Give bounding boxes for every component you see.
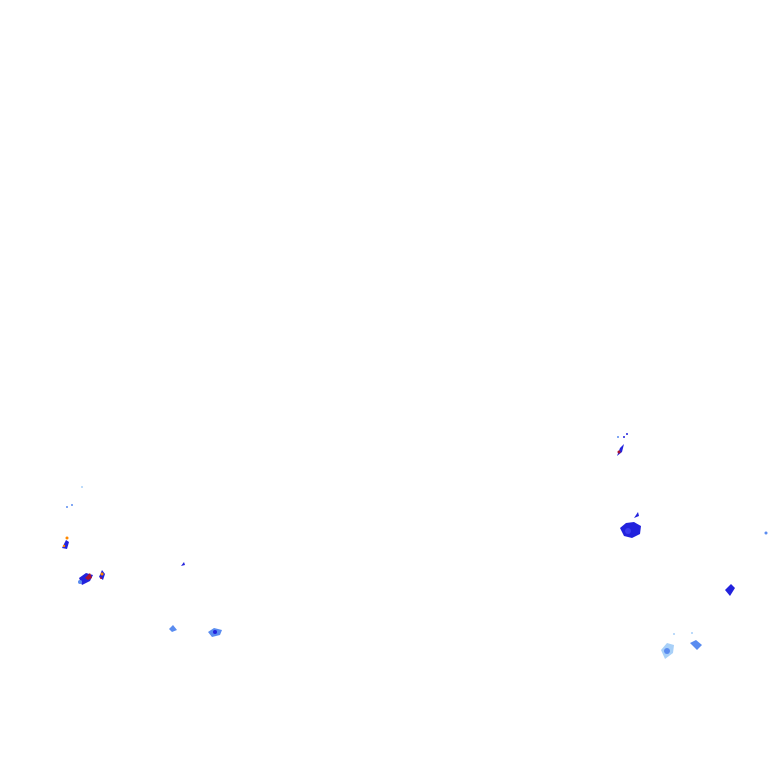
echo-southeast-2 [690, 632, 702, 650]
echo-core [85, 573, 92, 580]
echo-east-core [620, 512, 641, 538]
echo-core [62, 544, 66, 548]
echo-southwest-2 [208, 628, 222, 637]
echo-core [100, 577, 102, 579]
echo-blob [62, 540, 69, 549]
echo-speck [626, 433, 628, 435]
echo-blob [617, 444, 624, 456]
echo-blob [634, 512, 639, 518]
echo-west-small [62, 536, 69, 549]
echo-core [664, 648, 670, 654]
echo-west-mid [181, 562, 185, 566]
echo-blob [181, 562, 185, 566]
echo-speck [764, 531, 768, 535]
echo-southeast-1 [661, 633, 675, 659]
echo-speck [691, 632, 693, 634]
echo-speck [71, 504, 73, 506]
echo-blob [169, 625, 177, 632]
echo-east-mid [725, 531, 768, 596]
echo-west-core [78, 570, 105, 585]
echo-southwest-1 [169, 625, 177, 632]
echo-core [213, 630, 217, 634]
echo-core [617, 450, 621, 454]
echo-speck [623, 436, 625, 438]
echo-speck [673, 633, 675, 635]
echo-speck [78, 580, 82, 584]
echo-blob [690, 640, 702, 650]
echo-speck [66, 506, 68, 508]
echo-core [65, 536, 69, 540]
echo-west-upper [66, 486, 83, 508]
echo-speck [617, 436, 619, 438]
echo-blob [725, 584, 735, 596]
echo-core [100, 572, 104, 576]
echo-east-upper [617, 433, 628, 456]
echo-speck [81, 486, 83, 488]
echo-core [625, 528, 631, 534]
